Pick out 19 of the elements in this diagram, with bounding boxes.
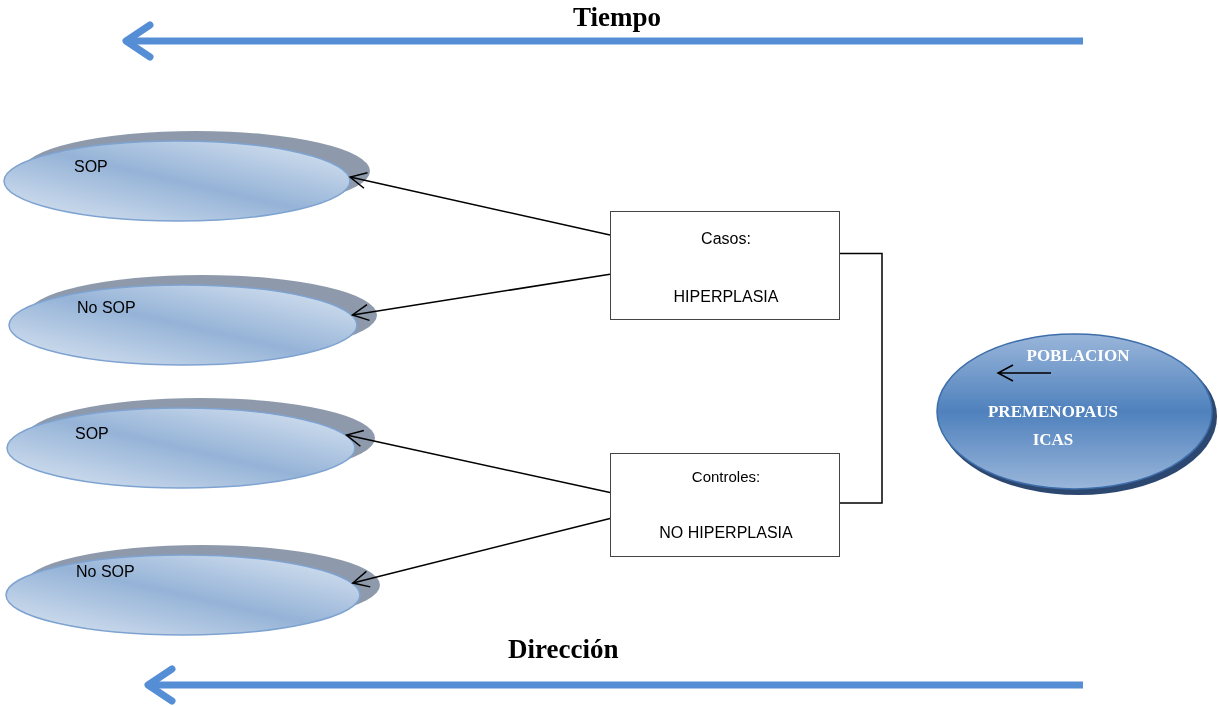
- node-text: SOP: [74, 158, 108, 176]
- node-text: NO HIPERPLASIA: [658, 524, 794, 542]
- arrow: [349, 171, 611, 236]
- node-text: Controles:: [690, 468, 762, 485]
- arrow: [345, 429, 611, 494]
- node-text: PREMENOPAUS ICAS: [987, 401, 1119, 451]
- bracket-connector: [839, 252, 883, 504]
- node-text: SOP: [75, 425, 109, 443]
- arrow: [352, 517, 611, 588]
- process-box: [610, 453, 840, 557]
- heading-label: Dirección: [508, 634, 619, 665]
- process-box: [610, 211, 840, 320]
- node-text: No SOP: [76, 563, 135, 581]
- arrow: [351, 273, 611, 322]
- node-text: No SOP: [77, 299, 136, 317]
- node-text: POBLACION: [1025, 345, 1131, 367]
- node-text: HIPERPLASIA: [672, 288, 780, 306]
- heading-label: Tiempo: [573, 2, 661, 33]
- node-text: Casos:: [700, 230, 752, 248]
